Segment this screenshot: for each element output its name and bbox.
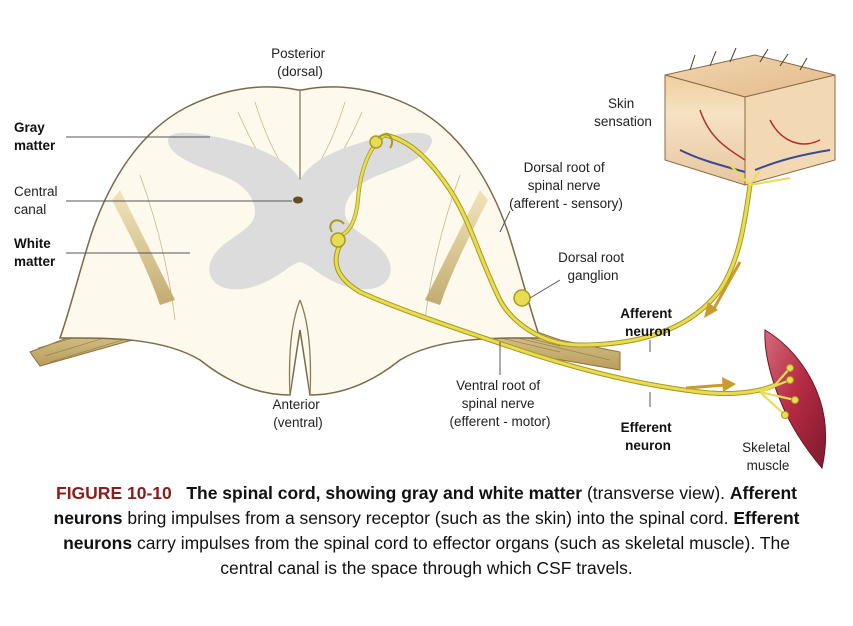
sensory-synapse xyxy=(377,133,394,149)
label-gray-matter: Gray matter xyxy=(14,120,56,153)
neuromuscular-endings xyxy=(781,364,799,419)
caption-bold-afferent: Afferent neurons xyxy=(53,483,798,528)
central-canal xyxy=(293,196,303,204)
label-efferent-neuron: Efferent neuron xyxy=(621,420,676,453)
figure-caption: FIGURE 10-10 The spinal cord, showing gr… xyxy=(40,481,813,581)
leader-lines xyxy=(66,136,651,407)
caption-bold-efferent: Efferent neurons xyxy=(63,508,800,553)
spinal-cord-diagram: Posterior (dorsal) Anterior (ventral) Gr… xyxy=(14,46,836,473)
label-dorsal-root-nerve: Dorsal root of spinal nerve (afferent - … xyxy=(509,160,623,211)
gray-matter xyxy=(168,132,432,290)
skin-block-icon xyxy=(664,47,836,186)
efferent-neuron xyxy=(333,243,796,416)
label-dorsal-root-ganglion: Dorsal root ganglion xyxy=(558,250,628,283)
label-anterior: Anterior (ventral) xyxy=(272,397,323,430)
label-afferent-neuron: Afferent neuron xyxy=(620,306,676,339)
figure-number: FIGURE 10-10 xyxy=(56,483,172,503)
label-central-canal: Central canal xyxy=(14,184,61,217)
caption-title: The spinal cord, showing gray and white … xyxy=(186,483,583,503)
label-posterior: Posterior (dorsal) xyxy=(271,46,329,79)
root-fans xyxy=(112,190,488,305)
label-ventral-root: Ventral root of spinal nerve (efferent -… xyxy=(449,378,550,429)
caption-text-1: (transverse view). xyxy=(582,483,730,503)
motor-synapse xyxy=(329,219,345,233)
caption-text-2: bring impulses from a sensory receptor (… xyxy=(122,508,734,528)
label-white-matter: White matter xyxy=(14,236,56,269)
sensory-terminal xyxy=(369,135,383,149)
label-skin-sensation: Skin sensation xyxy=(594,96,652,129)
dorsal-root-ganglion-cell xyxy=(513,289,531,307)
efferent-direction-arrow xyxy=(685,377,736,392)
anterior-median-fissure xyxy=(288,299,312,396)
label-skeletal-muscle: Skeletal muscle xyxy=(742,440,794,473)
afferent-direction-arrow xyxy=(704,261,742,318)
caption-text-3: carry impulses from the spinal cord to e… xyxy=(132,533,790,578)
motor-neuron-cell-body xyxy=(330,232,346,248)
